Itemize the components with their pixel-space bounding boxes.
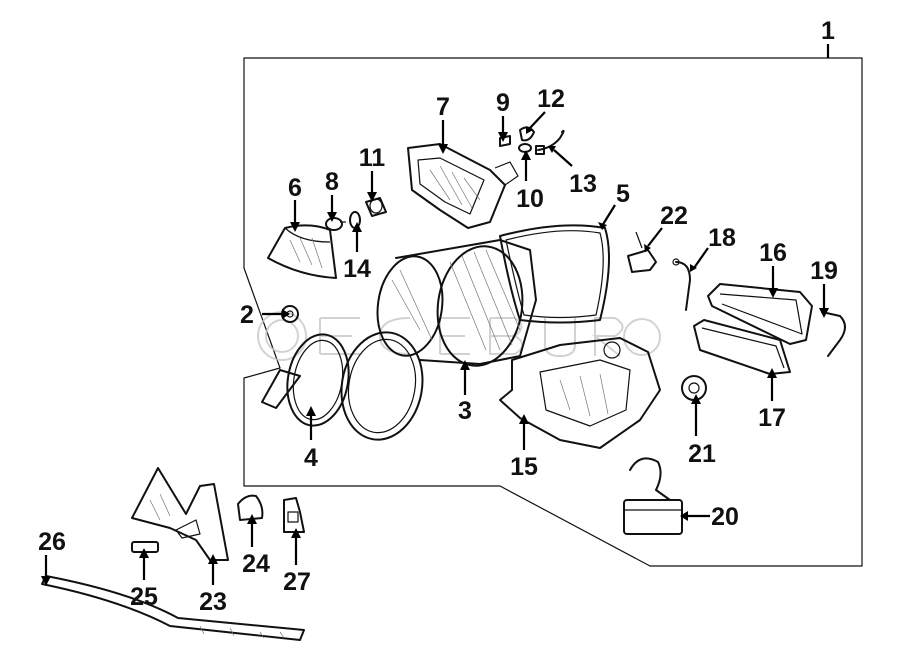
callout-label-8: 8 bbox=[325, 168, 339, 196]
part-27-bracket-clip bbox=[283, 497, 305, 533]
part-7-reflector bbox=[407, 143, 519, 229]
leader-arrowheads bbox=[41, 126, 829, 586]
part-10-ring bbox=[518, 143, 532, 153]
callout-label-10: 10 bbox=[516, 185, 544, 213]
callout-label-7: 7 bbox=[436, 93, 450, 121]
callout-label-6: 6 bbox=[288, 174, 302, 202]
callout-label-14: 14 bbox=[343, 255, 371, 283]
callout-label-4: 4 bbox=[304, 444, 318, 472]
callout-label-11: 11 bbox=[359, 144, 386, 172]
part-24-cap bbox=[237, 494, 264, 521]
part-13-wire bbox=[535, 129, 565, 155]
callout-label-21: 21 bbox=[688, 440, 716, 468]
part-18-wire bbox=[672, 258, 691, 311]
part-23-bracket bbox=[131, 467, 229, 561]
part-19-seal bbox=[821, 311, 846, 357]
callout-label-16: 16 bbox=[759, 239, 787, 267]
callout-label-25: 25 bbox=[130, 583, 158, 611]
part-6-cap bbox=[267, 224, 337, 279]
part-26-trim-strip bbox=[41, 575, 305, 641]
leader-lines bbox=[44, 111, 826, 585]
callout-label-5: 5 bbox=[616, 180, 630, 208]
callout-label-15: 15 bbox=[510, 453, 538, 481]
callout-label-24: 24 bbox=[242, 550, 270, 578]
callout-label-17: 17 bbox=[758, 404, 786, 432]
callout-label-13: 13 bbox=[569, 170, 597, 198]
callout-label-2: 2 bbox=[240, 301, 254, 329]
callout-labels: 1234567891011121314151617181920212223242… bbox=[38, 17, 838, 616]
part-21-socket bbox=[681, 375, 707, 401]
callout-label-3: 3 bbox=[458, 397, 472, 425]
part-15-lower-housing bbox=[499, 337, 661, 449]
part-20-side-marker bbox=[623, 457, 683, 535]
callout-label-23: 23 bbox=[199, 588, 227, 616]
part-16-indicator-housing bbox=[707, 283, 813, 345]
watermark bbox=[257, 311, 661, 361]
assembly-boundary bbox=[243, 57, 863, 567]
part-12-clip bbox=[519, 126, 535, 142]
part-22-connector bbox=[627, 231, 657, 273]
part-11-socket bbox=[365, 197, 387, 217]
callout-label-26: 26 bbox=[38, 528, 66, 556]
callout-label-9: 9 bbox=[496, 89, 510, 117]
callout-label-20: 20 bbox=[711, 503, 739, 531]
part-9-clip bbox=[499, 135, 511, 147]
part-4-bezels bbox=[261, 331, 424, 441]
callout-label-22: 22 bbox=[660, 202, 688, 230]
callout-label-18: 18 bbox=[708, 224, 736, 252]
callout-label-19: 19 bbox=[810, 257, 838, 285]
part-3-housing bbox=[376, 239, 537, 367]
part-5-gasket bbox=[499, 224, 610, 324]
callout-label-1: 1 bbox=[821, 17, 835, 45]
part-17-indicator-lens bbox=[693, 319, 791, 375]
callout-label-27: 27 bbox=[283, 568, 311, 596]
part-8-bulb bbox=[325, 217, 346, 231]
callout-label-12: 12 bbox=[537, 85, 565, 113]
